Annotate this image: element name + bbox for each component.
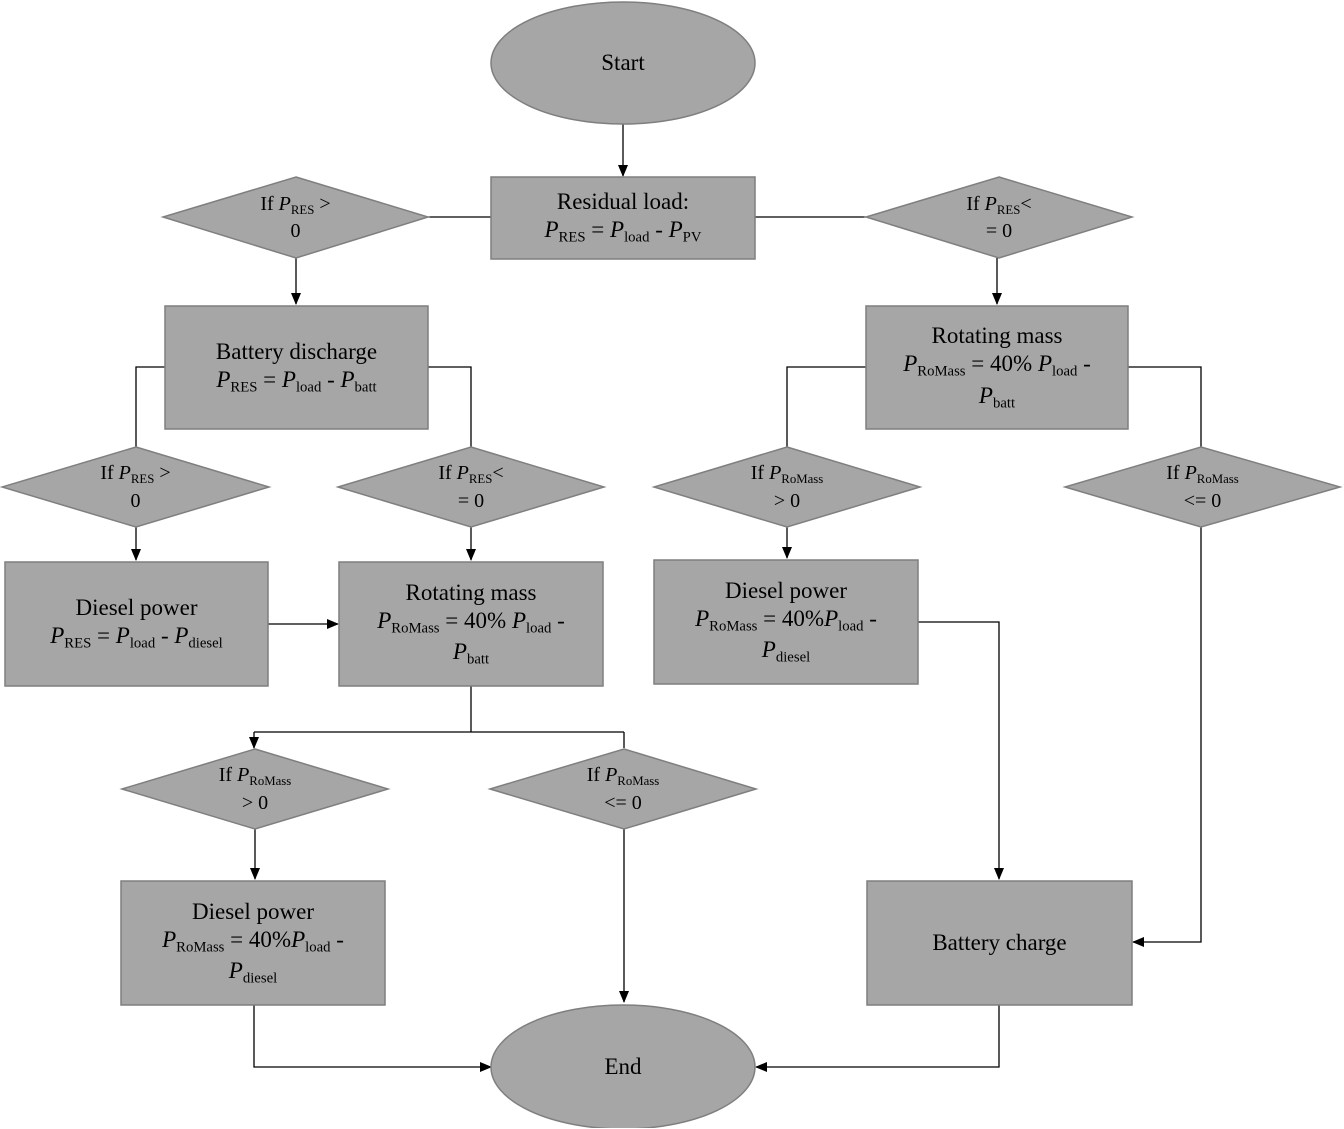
end-node [490, 1004, 756, 1128]
edge-rotmass-1-to-cond-d [1128, 366, 1202, 447]
decision-a [0, 446, 272, 528]
edge-discharge-to-cond-a [135, 366, 165, 447]
decision-e [119, 748, 391, 830]
residual-load-box [490, 176, 756, 260]
connectors [131, 124, 1202, 1072]
decision-f [487, 748, 759, 830]
rotating-mass-box-1 [865, 305, 1129, 430]
battery-discharge-box [164, 305, 429, 430]
decision-c [651, 446, 923, 528]
edge-cond-d-to-battery-charge [1132, 527, 1202, 947]
edge-diesel-2-to-battery-charge [918, 621, 1004, 880]
edge-diesel-3-to-end [253, 1005, 492, 1072]
rotating-mass-box-2 [338, 561, 604, 687]
decision-d [1062, 446, 1343, 528]
edge-battery-charge-to-end [755, 1005, 1000, 1072]
start-node [490, 1, 756, 125]
diesel-power-box-2 [653, 559, 919, 685]
diesel-power-box-1 [4, 561, 269, 687]
decision-right-top [863, 176, 1135, 259]
diesel-power-box-3 [120, 880, 386, 1006]
battery-charge-box [866, 880, 1133, 1006]
edge-discharge-to-cond-b [428, 366, 472, 447]
decision-b [335, 446, 607, 528]
edge-rotmass-1-to-cond-c [786, 366, 866, 447]
decision-left-top [160, 176, 431, 259]
